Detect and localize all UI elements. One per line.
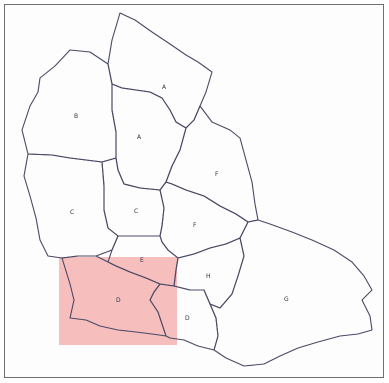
region-g[interactable] (209, 219, 373, 367)
label-h: H (206, 273, 211, 280)
label-d-east: D (185, 315, 190, 322)
region-f-north[interactable] (165, 105, 259, 223)
label-e: E (140, 257, 144, 264)
label-c-east: C (134, 208, 138, 215)
label-c-west: C (70, 209, 74, 216)
label-f-south: F (193, 222, 197, 229)
label-b: B (74, 113, 78, 120)
label-f-north: F (215, 171, 219, 178)
label-a-north: A (162, 84, 167, 91)
region-b[interactable] (21, 49, 117, 163)
label-a-south: A (137, 134, 142, 141)
label-d-west: D (116, 297, 121, 304)
region-f-south[interactable] (159, 181, 249, 259)
label-g: G (284, 296, 289, 303)
region-a-south[interactable] (111, 83, 187, 191)
region-c-east[interactable] (101, 157, 165, 237)
region-a-north[interactable] (107, 12, 213, 129)
